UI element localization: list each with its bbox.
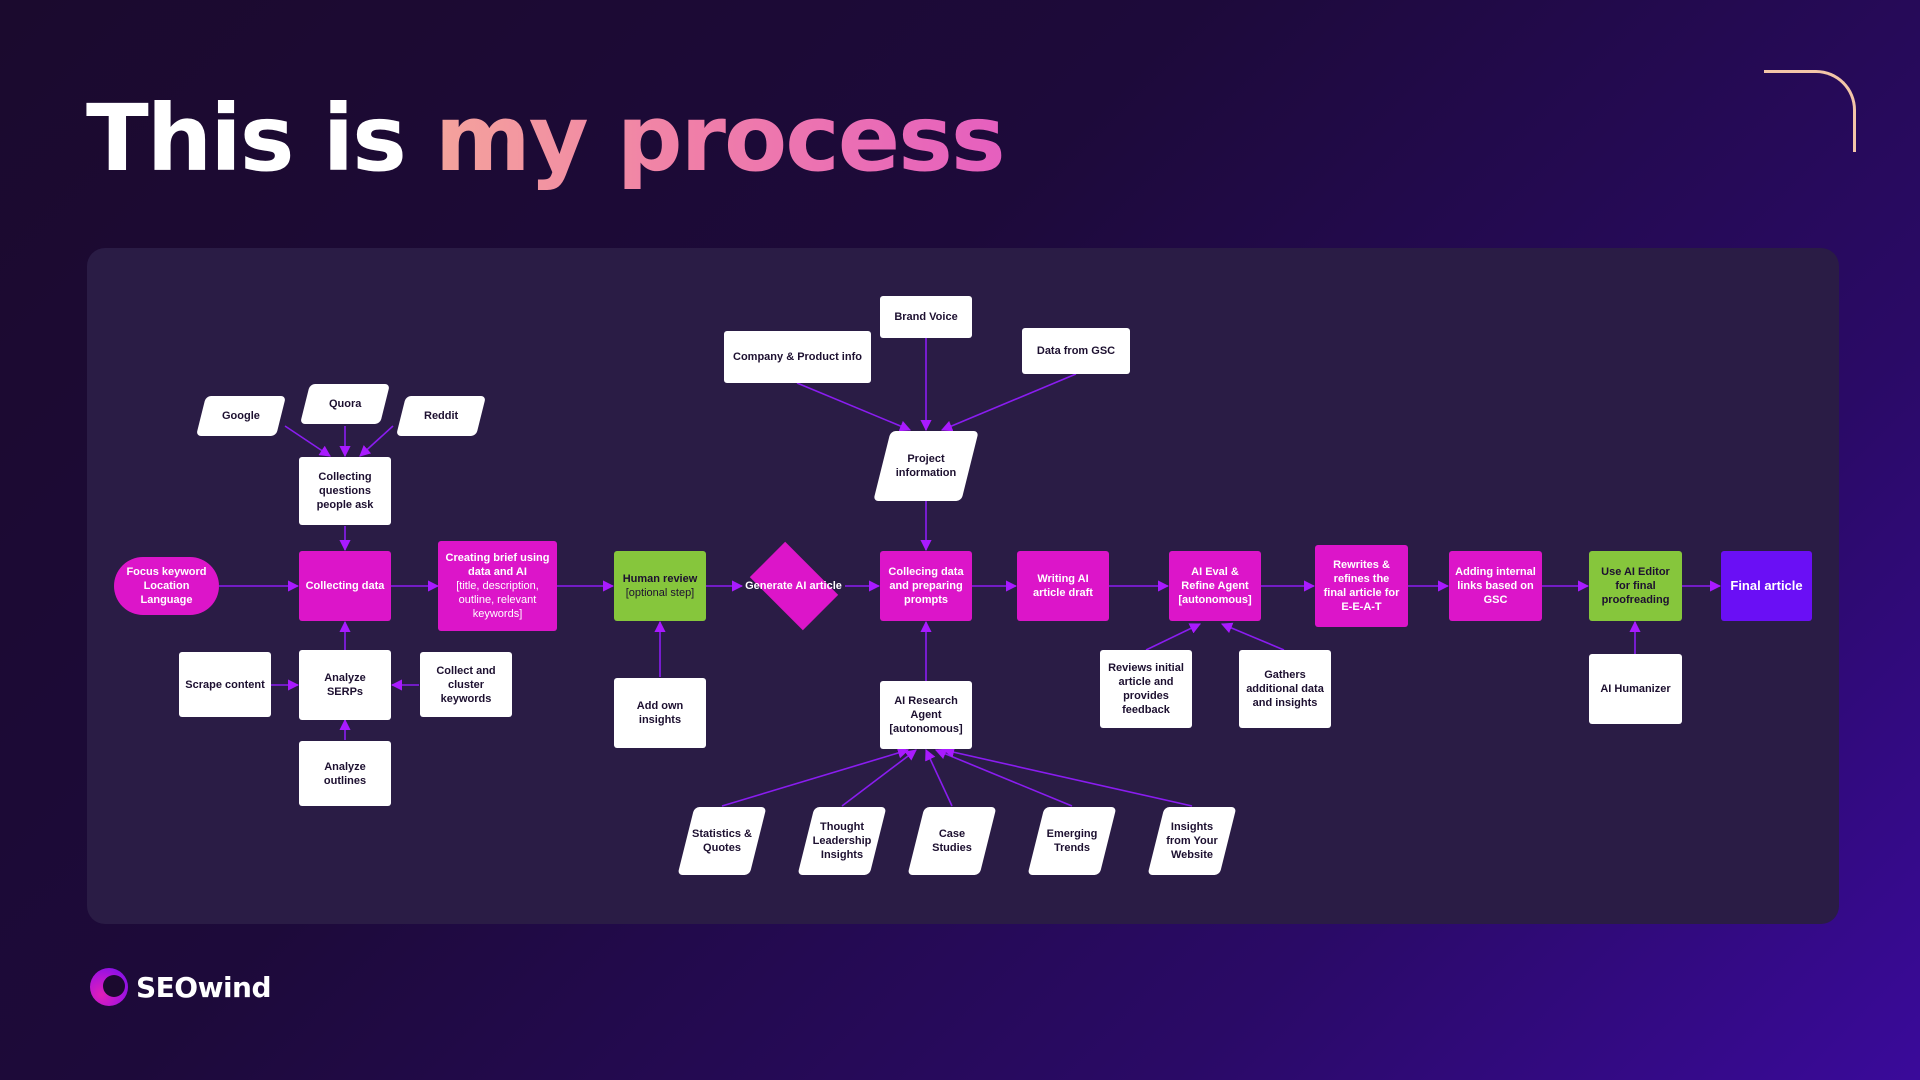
node-collecting-data: Collecting data: [299, 551, 391, 621]
human-review-detail: [optional step]: [625, 587, 695, 599]
human-review-title: Human review: [622, 573, 698, 585]
node-rewrites-refines: Rewrites & refines the final article for…: [1315, 545, 1408, 627]
node-final-article: Final article: [1721, 551, 1812, 621]
node-analyze-serps: Analyze SERPs: [299, 650, 391, 720]
title-highlight: my process: [434, 85, 1006, 192]
node-collecting-preparing: Collecing data and preparing prompts: [880, 551, 972, 621]
node-analyze-outlines: Analyze outlines: [299, 741, 391, 806]
node-scrape-content: Scrape content: [179, 652, 271, 717]
node-reddit: Reddit: [396, 396, 486, 436]
node-focus-keyword: Focus keyword Location Language: [114, 557, 219, 615]
node-human-review: Human review [optional step]: [614, 551, 706, 621]
node-generate-ai-article: Generate AI article: [742, 541, 845, 631]
creating-brief-detail: [title, description, outline, relevant k…: [456, 580, 539, 620]
node-ai-humanizer: AI Humanizer: [1589, 654, 1682, 724]
node-use-ai-editor: Use AI Editor for final proofreading: [1589, 551, 1682, 621]
node-brand-voice: Brand Voice: [880, 296, 972, 338]
brand-logo[interactable]: SEOwind: [90, 968, 272, 1006]
node-collect-cluster: Collect and cluster keywords: [420, 652, 512, 717]
logo-text: SEOwind: [136, 970, 272, 1004]
node-ai-eval-refine: AI Eval & Refine Agent [autonomous]: [1169, 551, 1261, 621]
page-title: This is my process: [86, 85, 1006, 192]
title-plain: This is: [86, 85, 407, 192]
node-company-product-info: Company & Product info: [724, 331, 871, 383]
node-google: Google: [196, 396, 286, 436]
creating-brief-title: Creating brief using data and AI: [445, 552, 550, 578]
node-reviews-initial: Reviews initial article and provides fee…: [1100, 650, 1192, 728]
generate-ai-article-label: Generate AI article: [745, 580, 842, 592]
node-project-information: Project information: [873, 431, 979, 501]
node-data-from-gsc: Data from GSC: [1022, 328, 1130, 374]
node-writing-draft: Writing AI article draft: [1017, 551, 1109, 621]
node-adding-links: Adding internal links based on GSC: [1449, 551, 1542, 621]
node-ai-research-agent: AI Research Agent [autonomous]: [880, 681, 972, 749]
node-quora: Quora: [300, 384, 390, 424]
node-add-own-insights: Add own insights: [614, 678, 706, 748]
node-creating-brief: Creating brief using data and AI [title,…: [438, 541, 557, 631]
seowind-logo-icon: [90, 968, 128, 1006]
node-gathers-additional: Gathers additional data and insights: [1239, 650, 1331, 728]
node-collecting-questions: Collecting questions people ask: [299, 457, 391, 525]
corner-decoration: [1764, 70, 1856, 152]
